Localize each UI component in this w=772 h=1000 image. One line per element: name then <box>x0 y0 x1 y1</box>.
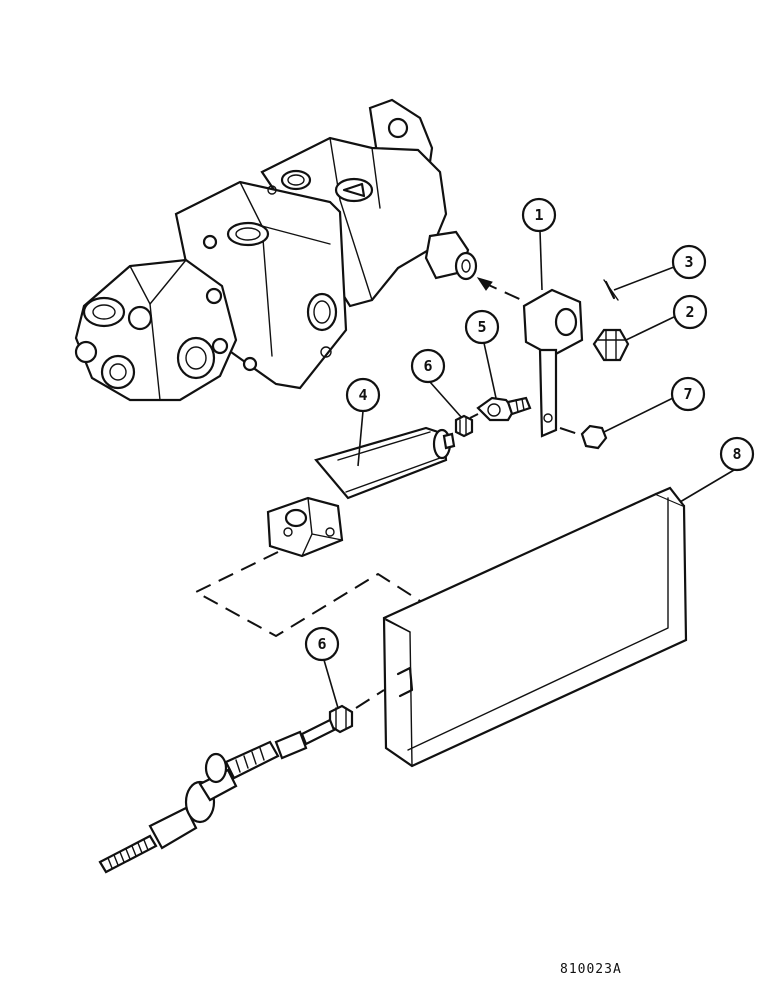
callout-6-lower-label: 6 <box>317 635 326 653</box>
callout-circle <box>671 244 707 280</box>
figure-reference-number: 810023A <box>560 962 622 977</box>
callout-circle <box>672 294 708 330</box>
callout-circle <box>464 309 500 345</box>
cylinder <box>266 426 456 558</box>
callout-circle <box>521 197 557 233</box>
callout-1-label: 1 <box>534 206 543 224</box>
joint-guide <box>469 413 479 419</box>
mounting-guide-outline <box>193 551 479 639</box>
guard-shield <box>382 486 688 768</box>
lock-nut <box>580 424 608 450</box>
callout-circle <box>719 436 755 472</box>
callout-6-upper-label: 6 <box>423 357 432 375</box>
callout-3-label: 3 <box>684 253 693 271</box>
callout-5-label: 5 <box>477 318 486 336</box>
callout-4-label: 4 <box>358 386 367 404</box>
callout-2-label: 2 <box>685 303 694 321</box>
callout-circle <box>410 348 446 384</box>
callout-7-label: 7 <box>683 385 692 403</box>
callout-circle <box>670 376 706 412</box>
rod-guide-line <box>355 689 385 709</box>
guide-arrowhead <box>476 277 493 291</box>
cotter-pin <box>603 279 619 301</box>
lever-arm <box>522 288 584 438</box>
callout-8-label: 8 <box>732 445 741 463</box>
callouts: 1 2 3 4 5 6 6 7 8 <box>304 197 755 709</box>
lever-nut-guide <box>559 427 579 435</box>
threaded-rod <box>98 718 336 874</box>
callout-circle <box>345 377 381 413</box>
castle-nut <box>592 328 630 362</box>
valve-assembly <box>74 98 478 402</box>
jam-nut-upper <box>454 414 474 438</box>
ball-joint <box>476 396 532 422</box>
callout-circle <box>304 626 340 662</box>
